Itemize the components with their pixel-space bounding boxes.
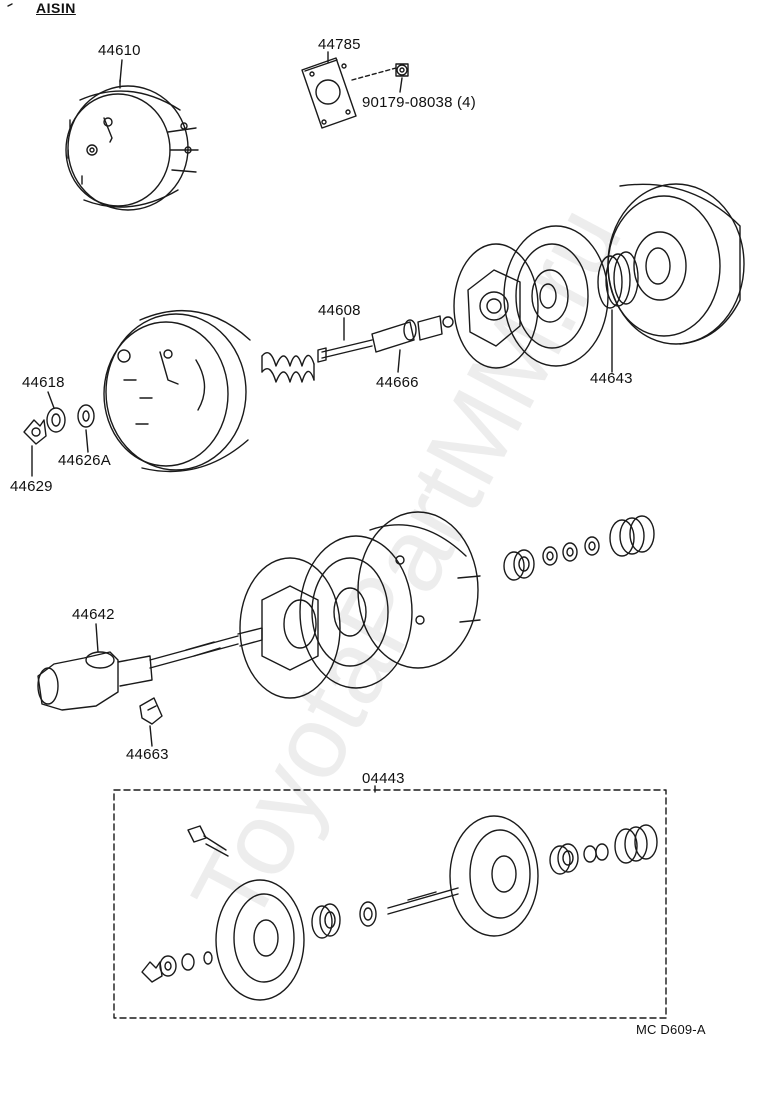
part-label-90179-08038[interactable]: 90179-08038 (4) [362, 94, 476, 111]
brake-booster-assembly-44610 [65, 79, 199, 211]
washer-44626A [77, 404, 95, 428]
kit-small-parts [141, 951, 213, 983]
brand-label: AISIN [36, 0, 76, 16]
part-label-44618[interactable]: 44618 [22, 374, 65, 391]
lower-plate [239, 557, 341, 699]
leader-44610 [119, 59, 123, 83]
nut-90179 [395, 63, 409, 77]
part-label-44643[interactable]: 44643 [590, 370, 633, 387]
leader-44663 [149, 725, 153, 747]
kit-pushrod [387, 887, 459, 915]
lower-diaphragm [299, 535, 413, 689]
drawing-code: MC D609-A [636, 1022, 706, 1037]
kit-frame-04443 [113, 789, 667, 1019]
part-label-44663[interactable]: 44663 [126, 746, 169, 763]
dash-line-nut [351, 67, 397, 81]
seal-44618 [46, 407, 66, 433]
leader-44642 [95, 623, 99, 653]
front-shell [103, 309, 251, 473]
part-label-44642[interactable]: 44642 [72, 606, 115, 623]
retainer-44629 [23, 419, 47, 445]
kit-diaphragm-left [215, 879, 305, 1001]
part-label-44785[interactable]: 44785 [318, 36, 361, 53]
rear-spring-44643 [597, 251, 639, 309]
key-44663 [139, 697, 163, 725]
pushrod-44608 [317, 339, 373, 363]
part-label-44610[interactable]: 44610 [98, 42, 141, 59]
kit-valve-stem [187, 825, 229, 857]
lower-shell [357, 511, 481, 669]
leader-44666 [397, 349, 401, 373]
kit-diaphragm-right [449, 815, 539, 937]
return-spring [261, 352, 315, 383]
valve-body-44666 [371, 315, 454, 353]
part-label-04443[interactable]: 04443 [362, 770, 405, 787]
kit-seals-right [549, 824, 658, 875]
part-label-44666[interactable]: 44666 [376, 374, 419, 391]
diaphragm-plate [453, 243, 539, 369]
part-label-44626A[interactable]: 44626A [58, 452, 111, 469]
seal-set-upper [503, 515, 655, 581]
part-label-44629[interactable]: 44629 [10, 478, 53, 495]
gasket-44785 [301, 57, 357, 129]
corner-mark [7, 3, 13, 7]
leader-44626A [85, 429, 89, 453]
leader-90179 [399, 77, 403, 93]
part-label-44608[interactable]: 44608 [318, 302, 361, 319]
leader-44618 [47, 391, 55, 409]
valve-housing-44642 [37, 651, 153, 711]
lower-pushrod [149, 627, 263, 669]
rear-shell [607, 183, 745, 345]
kit-seals-left [311, 901, 377, 939]
